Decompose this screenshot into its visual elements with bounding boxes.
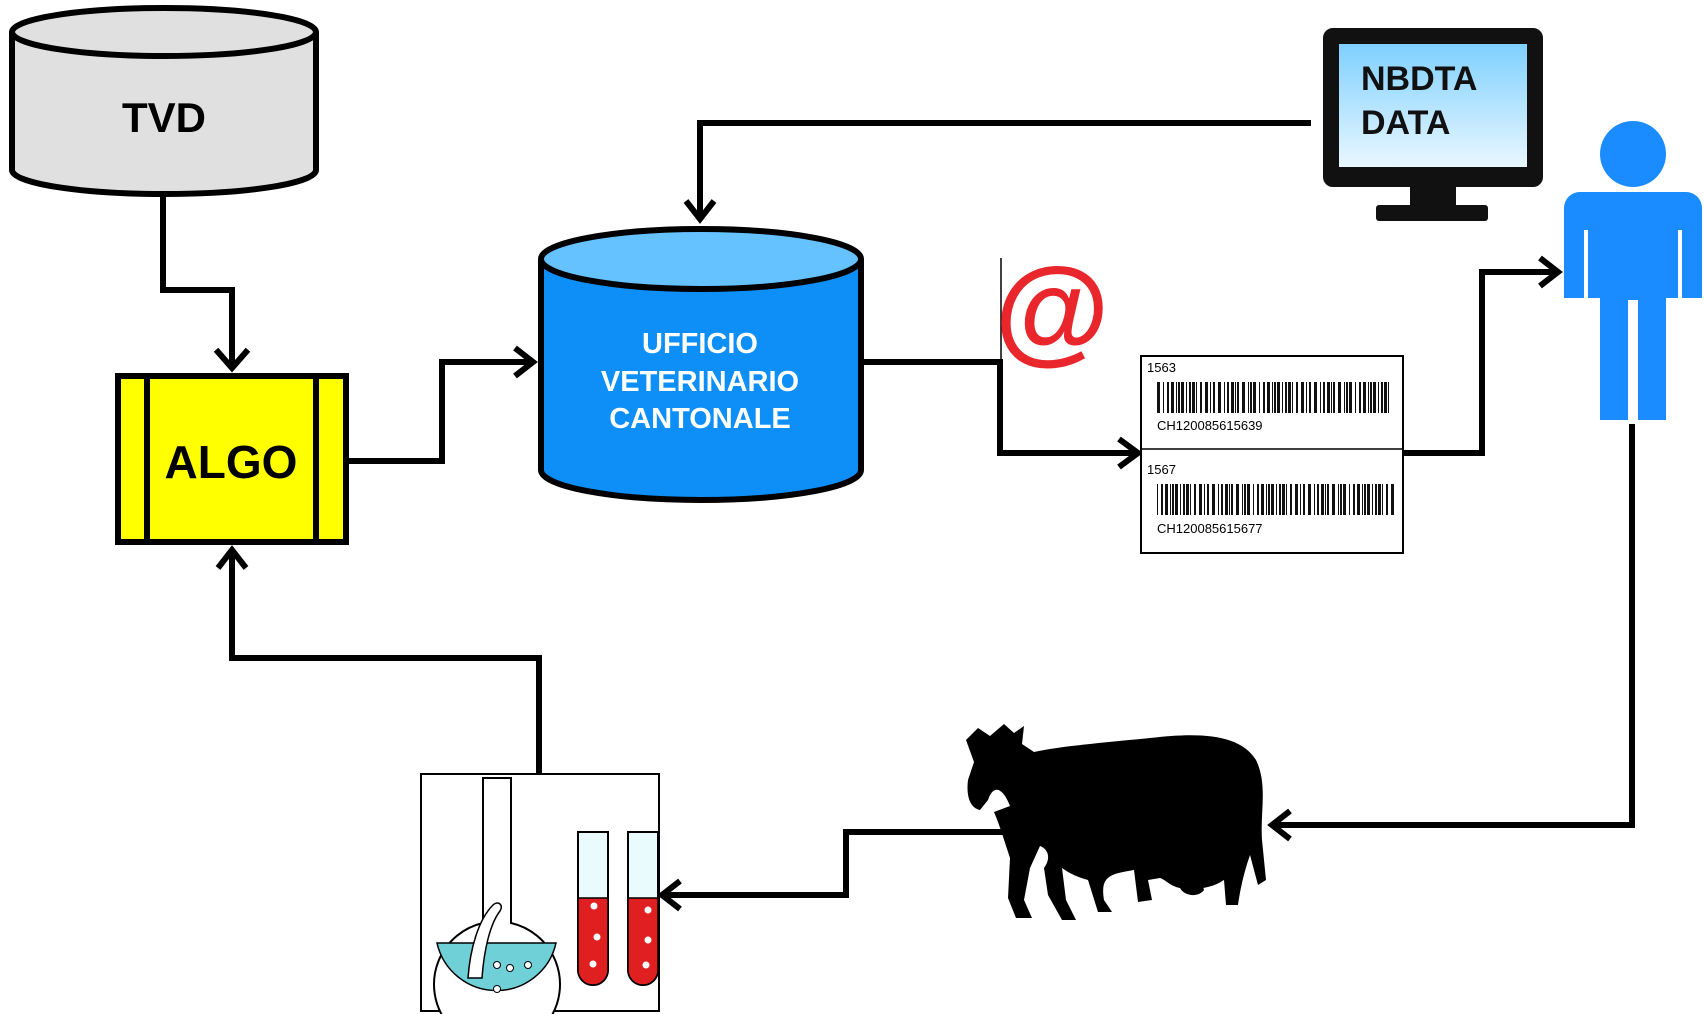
- nbdta-label-line1: NBDTA: [1361, 60, 1477, 98]
- arrow-person-to-cow: [1272, 424, 1635, 828]
- label-1-number: 1563: [1147, 360, 1176, 375]
- ufficio-label-line2: VETERINARIO: [601, 366, 799, 398]
- label-2-code: CH120085615677: [1157, 521, 1263, 536]
- ufficio-database: UFFICIO VETERINARIO CANTONALE: [538, 226, 864, 503]
- label-1: 1563 CH120085615639: [1147, 360, 1389, 433]
- test-tube-icon: [577, 831, 609, 986]
- tvd-database: TVD: [9, 5, 319, 197]
- nbdta-monitor: NBDTA DATA: [1323, 28, 1543, 221]
- ufficio-label-line3: CANTONALE: [609, 403, 791, 435]
- barcode-icon: [1157, 484, 1394, 515]
- label-2-number: 1567: [1147, 462, 1176, 477]
- arrow-algo-to-ufficio: [348, 359, 532, 464]
- ufficio-label-line1: UFFICIO: [642, 328, 758, 360]
- process-icon: [115, 373, 349, 545]
- label-2: 1567 CH120085615677: [1147, 462, 1394, 536]
- nbdta-label-line2: DATA: [1361, 104, 1450, 142]
- arrow-nbdta-to-ufficio: [697, 120, 1311, 219]
- arrow-ufficio-to-labels: [864, 359, 1137, 456]
- algo-process: ALGO: [115, 373, 349, 545]
- lab-flask-icon: [433, 777, 561, 1014]
- barcode-icon: [1157, 382, 1389, 413]
- email-icon: @: [994, 244, 1109, 376]
- barcode-labels: 1563 CH120085615639 1567 CH120085615677: [1140, 355, 1404, 554]
- database-icon: [9, 32, 319, 197]
- cow-icon: [966, 724, 1266, 920]
- email-symbol: @: [994, 244, 1109, 376]
- connectors: [160, 120, 1635, 912]
- person-icon: [1564, 121, 1702, 420]
- arrow-labels-to-person: [1404, 269, 1558, 456]
- arrow-cow-to-lab: [662, 829, 1032, 898]
- label-1-code: CH120085615639: [1157, 418, 1263, 433]
- arrow-lab-to-algo: [229, 550, 542, 773]
- lab-equipment: [420, 773, 660, 1014]
- tvd-label: TVD: [122, 94, 206, 141]
- algo-label: ALGO: [165, 436, 298, 488]
- test-tube-icon: [627, 831, 659, 986]
- arrow-tvd-to-algo: [160, 195, 235, 368]
